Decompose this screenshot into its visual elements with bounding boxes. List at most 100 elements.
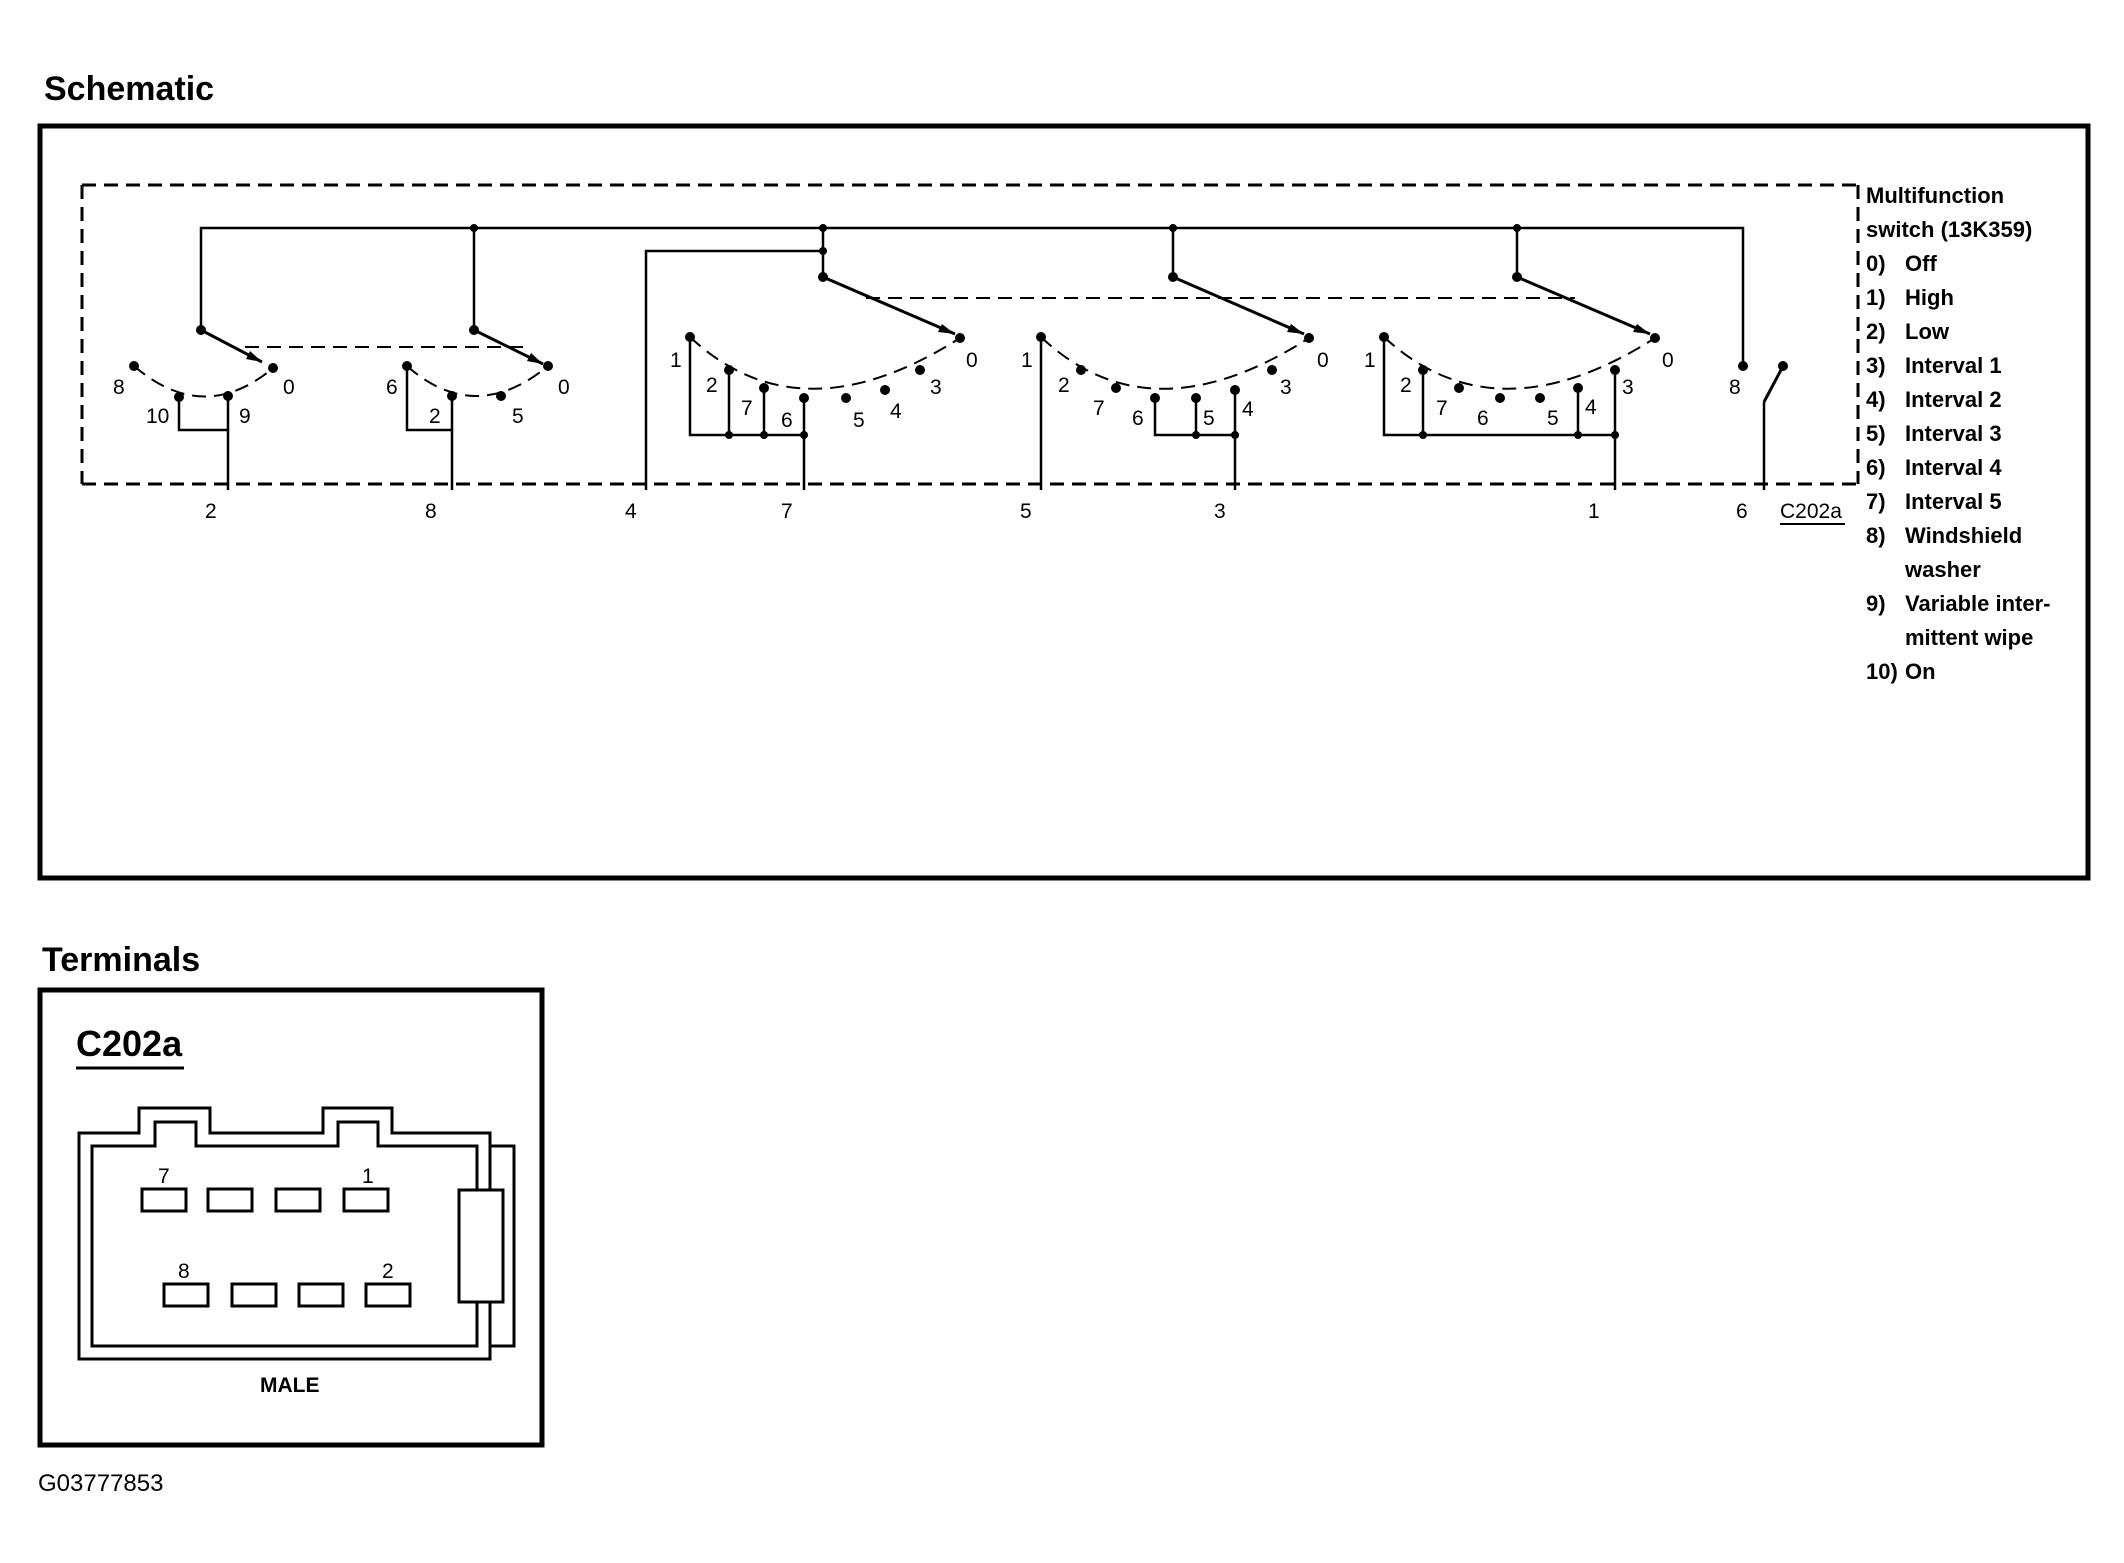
terminal-label-2: 2 (382, 1260, 394, 1283)
sw-e-label-5: 5 (1547, 407, 1559, 430)
legend-text: Low (1905, 319, 1950, 344)
sw-e-label-3: 3 (1622, 376, 1634, 399)
figure-id: G03777853 (38, 1470, 163, 1497)
terminal-pin (140, 1187, 188, 1213)
sw-d-label-2: 2 (1058, 374, 1070, 397)
switch-c: 1 2 7 6 5 4 3 0 (670, 272, 978, 490)
pin-label-4: 4 (625, 500, 637, 523)
legend-text: On (1905, 659, 1936, 684)
sw-d-label-0: 0 (1317, 349, 1329, 372)
connector-pins: 2 8 4 7 5 3 1 6 C202a (205, 500, 1845, 525)
switch-boundary (80, 183, 1860, 486)
switch-f: 8 (1729, 361, 1788, 490)
sw-c-label-5: 5 (853, 409, 865, 432)
pin-label-7: 7 (781, 500, 793, 523)
sw-d-label-4: 4 (1242, 398, 1254, 421)
legend-text: Variable inter- (1905, 591, 2051, 616)
pin-label-8: 8 (425, 500, 437, 523)
legend-text: High (1905, 285, 1954, 310)
sw-e-label-0: 0 (1662, 349, 1674, 372)
legend-title-line1: Multifunction (1866, 183, 2004, 208)
terminal-label-1: 1 (362, 1165, 374, 1188)
legend-num: 4) (1866, 387, 1886, 412)
sw-d-label-5: 5 (1203, 407, 1215, 430)
switch-d: 1 2 7 6 5 4 3 0 (1021, 272, 1329, 490)
legend-num: 9) (1866, 591, 1886, 616)
sw-d-label-3: 3 (1280, 376, 1292, 399)
sw-c-label-4: 4 (890, 400, 902, 423)
sw-a-label-0: 0 (283, 376, 295, 399)
legend-num: 1) (1866, 285, 1886, 310)
legend-num: 8) (1866, 523, 1886, 548)
sw-e-label-1: 1 (1364, 349, 1376, 372)
terminal-label-7: 7 (158, 1165, 170, 1188)
pin-label-5: 5 (1020, 500, 1032, 523)
sw-d-label-1: 1 (1021, 349, 1033, 372)
legend-num: 5) (1866, 421, 1886, 446)
terminal-label-8: 8 (178, 1260, 190, 1283)
terminal-pin (230, 1282, 278, 1308)
legend-text-cont: mittent wipe (1905, 625, 2033, 650)
common-bus (199, 224, 1745, 490)
terminal-pin (342, 1187, 390, 1213)
connector-gender: MALE (260, 1374, 320, 1397)
sw-e-label-6: 6 (1477, 407, 1489, 430)
legend-num: 0) (1866, 251, 1886, 276)
sw-a-label-9: 9 (239, 405, 251, 428)
connector-ref-label: C202a (1780, 500, 1842, 523)
schematic-frame (37, 123, 2091, 881)
legend-num: 6) (1866, 455, 1886, 480)
sw-b-label-2: 2 (429, 405, 441, 428)
sw-c-label-2: 2 (706, 374, 718, 397)
terminal-pin (364, 1282, 412, 1308)
legend-num: 10) (1866, 659, 1898, 684)
sw-b-label-6: 6 (386, 376, 398, 399)
sw-b-label-5: 5 (512, 405, 524, 428)
legend-text: Interval 2 (1905, 387, 2002, 412)
sw-c-label-6: 6 (781, 409, 793, 432)
legend-num: 3) (1866, 353, 1886, 378)
sw-d-label-6: 6 (1132, 407, 1144, 430)
pin-label-1: 1 (1588, 500, 1600, 523)
sw-d-label-7: 7 (1093, 397, 1105, 420)
legend-text: Off (1905, 251, 1937, 276)
sw-e-label-4: 4 (1585, 396, 1597, 419)
terminal-pin (274, 1187, 322, 1213)
sw-a-label-8: 8 (113, 376, 125, 399)
sw-e-label-2: 2 (1400, 374, 1412, 397)
sw-c-label-3: 3 (930, 376, 942, 399)
mechanical-linkage (245, 297, 1575, 348)
switch-a: 8 10 9 0 (113, 325, 295, 490)
legend-text: Interval 1 (1905, 353, 2002, 378)
connector-name: C202a (76, 1023, 183, 1064)
legend-text-cont: washer (1904, 557, 1981, 582)
switch-b: 6 2 5 0 (386, 325, 570, 490)
terminals-frame (37, 987, 545, 1448)
legend-num: 7) (1866, 489, 1886, 514)
connector-housing: 7 1 8 2 (77, 1106, 516, 1361)
legend: Multifunction switch (13K359) 0) Off 1) … (1866, 183, 2051, 684)
pin-label-3: 3 (1214, 500, 1226, 523)
sw-e-label-7: 7 (1436, 397, 1448, 420)
sw-c-label-7: 7 (741, 397, 753, 420)
sw-a-label-10: 10 (146, 405, 169, 428)
pin-label-6: 6 (1736, 500, 1748, 523)
legend-text: Windshield (1905, 523, 2022, 548)
legend-num: 2) (1866, 319, 1886, 344)
terminals-title: Terminals (42, 941, 200, 979)
sw-b-label-0: 0 (558, 376, 570, 399)
pin-label-2: 2 (205, 500, 217, 523)
legend-text: Interval 4 (1905, 455, 2002, 480)
sw-c-label-0: 0 (966, 349, 978, 372)
schematic-title: Schematic (44, 70, 214, 108)
legend-title-line2: switch (13K359) (1866, 217, 2032, 242)
sw-f-label-8: 8 (1729, 376, 1741, 399)
terminal-pin (206, 1187, 254, 1213)
legend-text: Interval 5 (1905, 489, 2002, 514)
terminal-pin (297, 1282, 345, 1308)
terminal-pin (162, 1282, 210, 1308)
legend-text: Interval 3 (1905, 421, 2002, 446)
switch-e: 1 2 7 6 5 4 3 0 (1364, 272, 1674, 490)
sw-c-label-1: 1 (670, 349, 682, 372)
